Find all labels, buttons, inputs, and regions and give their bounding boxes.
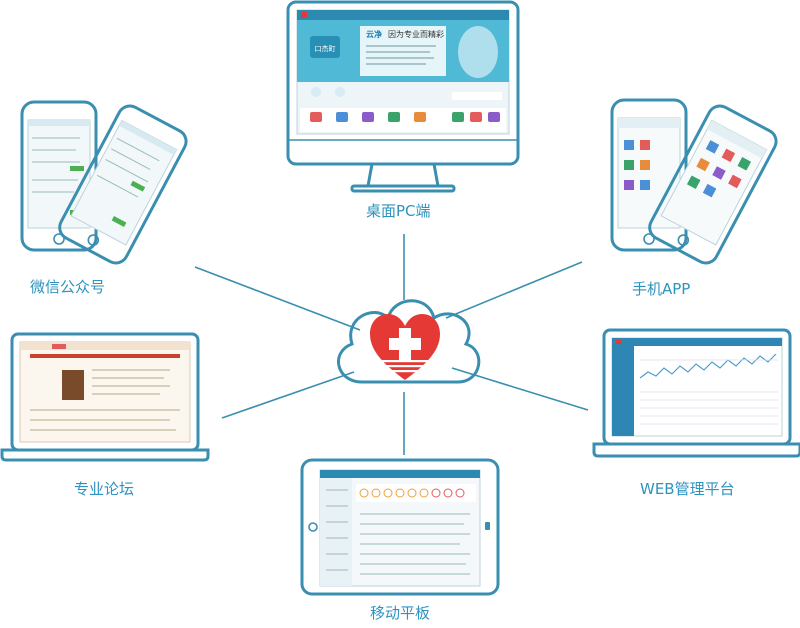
spoke-wechat: [194, 266, 361, 331]
desktop-screen-slogan: 因为专业而精彩: [388, 29, 444, 39]
spoke-forum: [221, 371, 355, 419]
label-app: 手机APP: [632, 280, 691, 298]
label-tablet: 移动平板: [370, 604, 431, 622]
forum-laptop-icon: [0, 332, 210, 462]
desktop-screen-badge: 口杰町: [315, 44, 336, 53]
hub-heart-cross-cloud-icon: [337, 299, 481, 384]
label-desktop: 桌面PC端: [366, 202, 431, 220]
connector-lines: [194, 234, 589, 455]
desktop-monitor-icon: 口杰町 云净 因为专业而精彩: [286, 0, 520, 193]
label-forum: 专业论坛: [74, 480, 135, 498]
tablet-icon: [300, 458, 500, 596]
web-laptop-icon: [592, 328, 800, 458]
desktop-screen-brand: 云净: [366, 29, 382, 39]
label-wechat: 微信公众号: [30, 278, 106, 296]
spoke-web: [451, 367, 589, 411]
spoke-app: [445, 261, 583, 319]
wechat-phones-icon: [20, 100, 188, 265]
app-phones-icon: [610, 98, 778, 265]
label-web: WEB管理平台: [640, 480, 735, 498]
